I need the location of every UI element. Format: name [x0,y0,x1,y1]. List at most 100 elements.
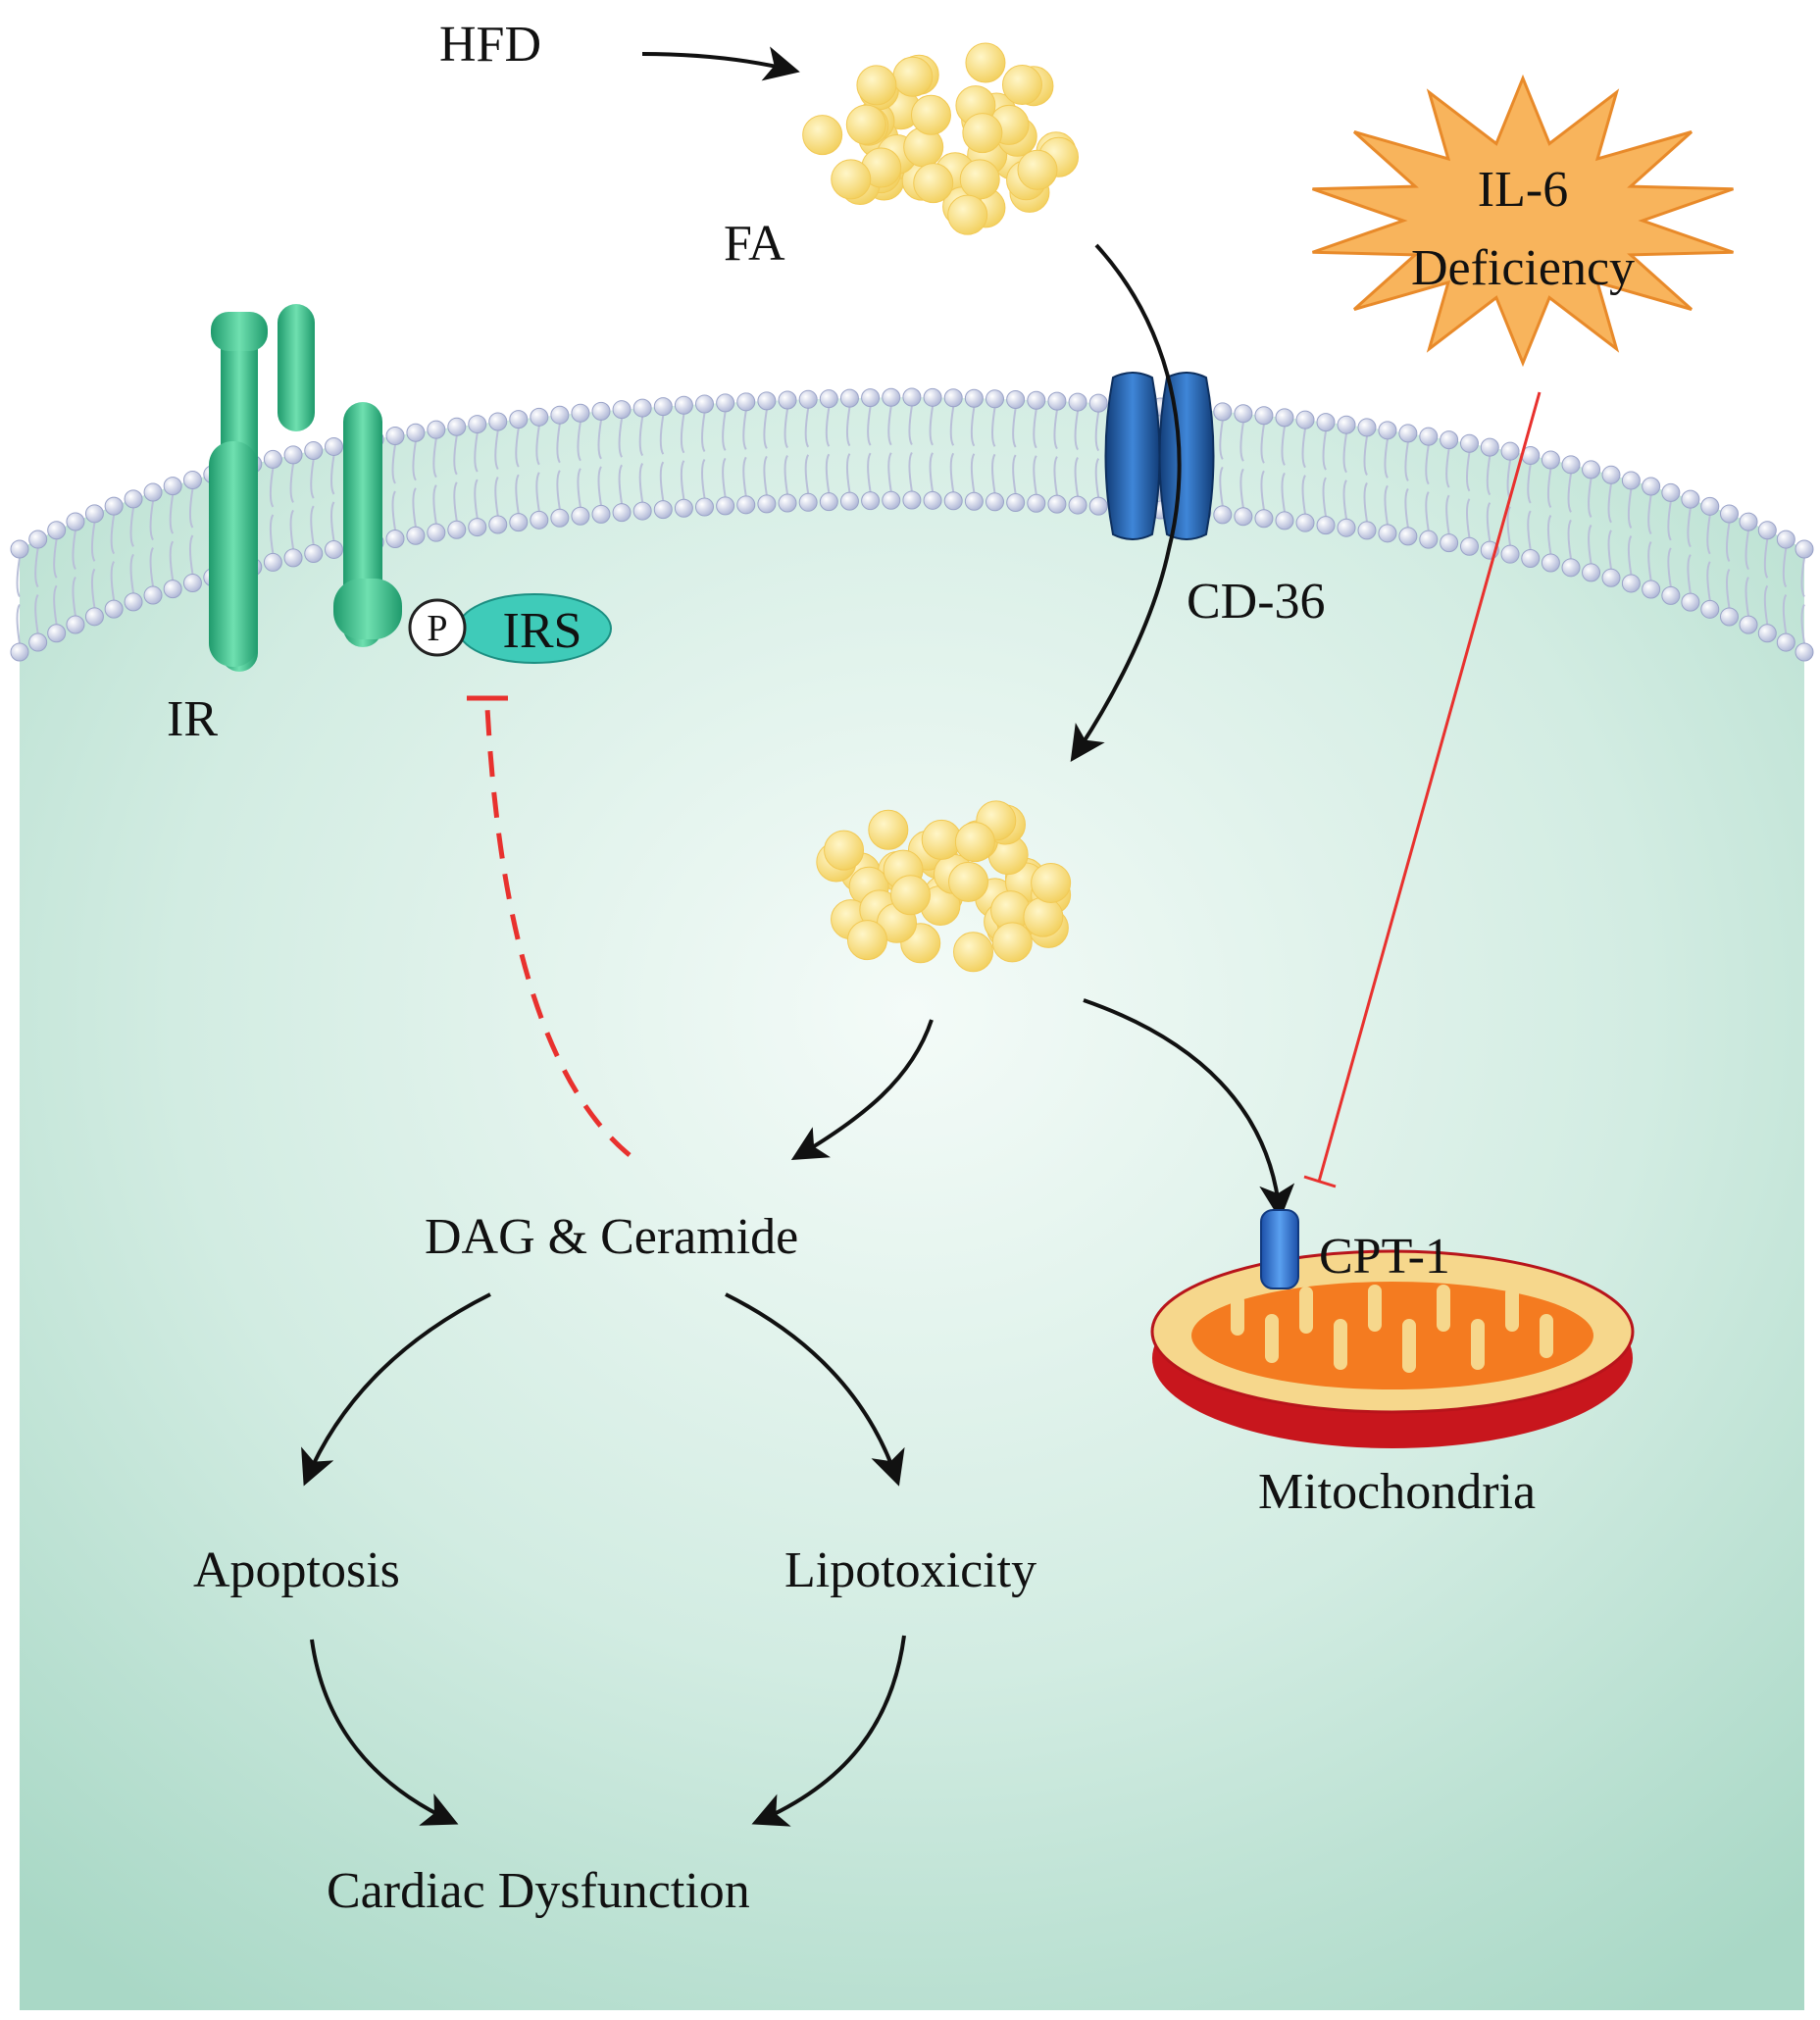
membrane-lipid-head [632,398,652,418]
membrane-lipid-head [124,489,143,509]
membrane-lipid-head [882,490,901,510]
membrane-lipid-head [324,436,343,456]
membrane-lipid-head [902,490,922,510]
membrane-lipid-head [28,530,48,549]
membrane-lipid-head [1661,585,1681,605]
dag-to-lipotoxicity-arrow [725,1292,905,1487]
membrane-lipid-head [653,397,673,417]
membrane-lipid-head [427,420,446,439]
membrane-lipid-head [612,400,632,420]
membrane-lipid-head [798,389,818,409]
membrane-lipid-head [674,498,693,518]
membrane-lipid-head [1006,492,1026,512]
membrane-lipid-head [571,506,590,526]
dag-ceramide-label: DAG & Ceramide [425,1209,798,1265]
membrane-lipid-head [1275,511,1294,530]
membrane-lipid-head [1621,574,1641,593]
cell-cytoplasm [20,397,1804,2010]
cpt1-label: CPT-1 [1319,1229,1450,1285]
membrane-lipid-head [163,477,182,496]
membrane-lipid-head [1295,513,1315,532]
membrane-lipid-head [1254,406,1274,426]
lipid-droplet [991,922,1033,963]
membrane-lipid-head [509,410,529,429]
membrane-lipid-head [736,495,756,515]
lipid-droplet [948,861,989,902]
membrane-lipid-head [1795,539,1814,559]
membrane-lipid-head [163,580,182,599]
membrane-lipid-head [1027,493,1046,513]
lipid-droplet [953,932,994,973]
membrane-lipid-head [882,387,901,407]
apoptosis-to-cardiac-arrow [310,1639,459,1826]
membrane-lipid-head [1661,482,1681,502]
membrane-lipid-head [1521,548,1541,568]
membrane-lipid-head [1541,450,1560,470]
membrane-lipid-head [385,530,405,549]
membrane-lipid-head [1681,489,1700,509]
membrane-lipid-head [1681,592,1700,612]
membrane-lipid-head [1234,404,1253,424]
membrane-lipid-head [530,407,549,427]
membrane-lipid-head [757,494,777,514]
membrane-lipid-head [736,392,756,412]
membrane-lipid-head [1795,642,1814,662]
membrane-lipid-head [1419,530,1439,549]
membrane-lipid-head [550,405,570,425]
membrane-lipid-head [406,423,426,442]
membrane-lipid-head [798,492,818,512]
ir-label: IR [167,691,218,747]
lipid-droplet [824,830,865,871]
membrane-lipid-head [1541,553,1560,573]
membrane-lipid-head [591,401,611,421]
membrane-lipid-head [1419,427,1439,446]
membrane-lipid-head [1582,563,1601,582]
membrane-lipid-head [304,441,324,461]
membrane-lipid-head [84,607,104,627]
membrane-lipid-head [1719,607,1739,627]
membrane-lipid-head [674,395,693,415]
membrane-lipid-head [1500,544,1520,564]
il6-label-line2: Deficiency [1411,240,1635,296]
lipid-droplet [962,113,1003,154]
membrane-lipid-head [1357,418,1377,437]
fa-label: FA [724,216,785,272]
il6-deficiency-starburst [1312,74,1734,368]
membrane-lipid-head [861,388,881,408]
membrane-lipid-head [468,518,487,537]
membrane-lipid-head [653,500,673,520]
membrane-lipid-head [1480,437,1499,457]
membrane-lipid-head [263,552,282,572]
apoptosis-label: Apoptosis [193,1542,400,1598]
membrane-lipid-head [509,513,529,532]
membrane-lipid-head [839,388,859,408]
membrane-lipid-head [104,496,124,516]
lipid-droplet [1001,65,1042,106]
phosphate-circle [408,598,467,657]
lipid-droplet [892,56,934,97]
membrane-lipid-head [10,539,29,559]
membrane-lipid-head [1582,460,1601,480]
cd36-label: CD-36 [1187,574,1326,630]
membrane-lipid-head [1357,521,1377,540]
membrane-lipid-head [1440,533,1459,553]
membrane-lipid-head [28,632,48,652]
membrane-lipid-head [1088,393,1108,413]
membrane-lipid-head [1776,632,1795,652]
lipid-droplet [1023,896,1064,937]
membrane-lipid-head [591,504,611,524]
membrane-lipid-head [1378,524,1397,543]
lipid-droplet [889,875,931,916]
membrane-lipid-head [923,387,942,407]
membrane-lipid-head [550,508,570,528]
mitochondria-organelle [1150,1249,1635,1448]
lipid-droplet [954,822,995,863]
lipid-droplet [910,94,951,135]
membrane-lipid-head [1700,496,1720,516]
membrane-lipid-head [1719,504,1739,524]
membrane-lipid-head [84,504,104,524]
lipid-droplet [965,42,1006,83]
membrane-lipid-head [1459,433,1479,453]
membrane-lipid-head [1440,430,1459,450]
